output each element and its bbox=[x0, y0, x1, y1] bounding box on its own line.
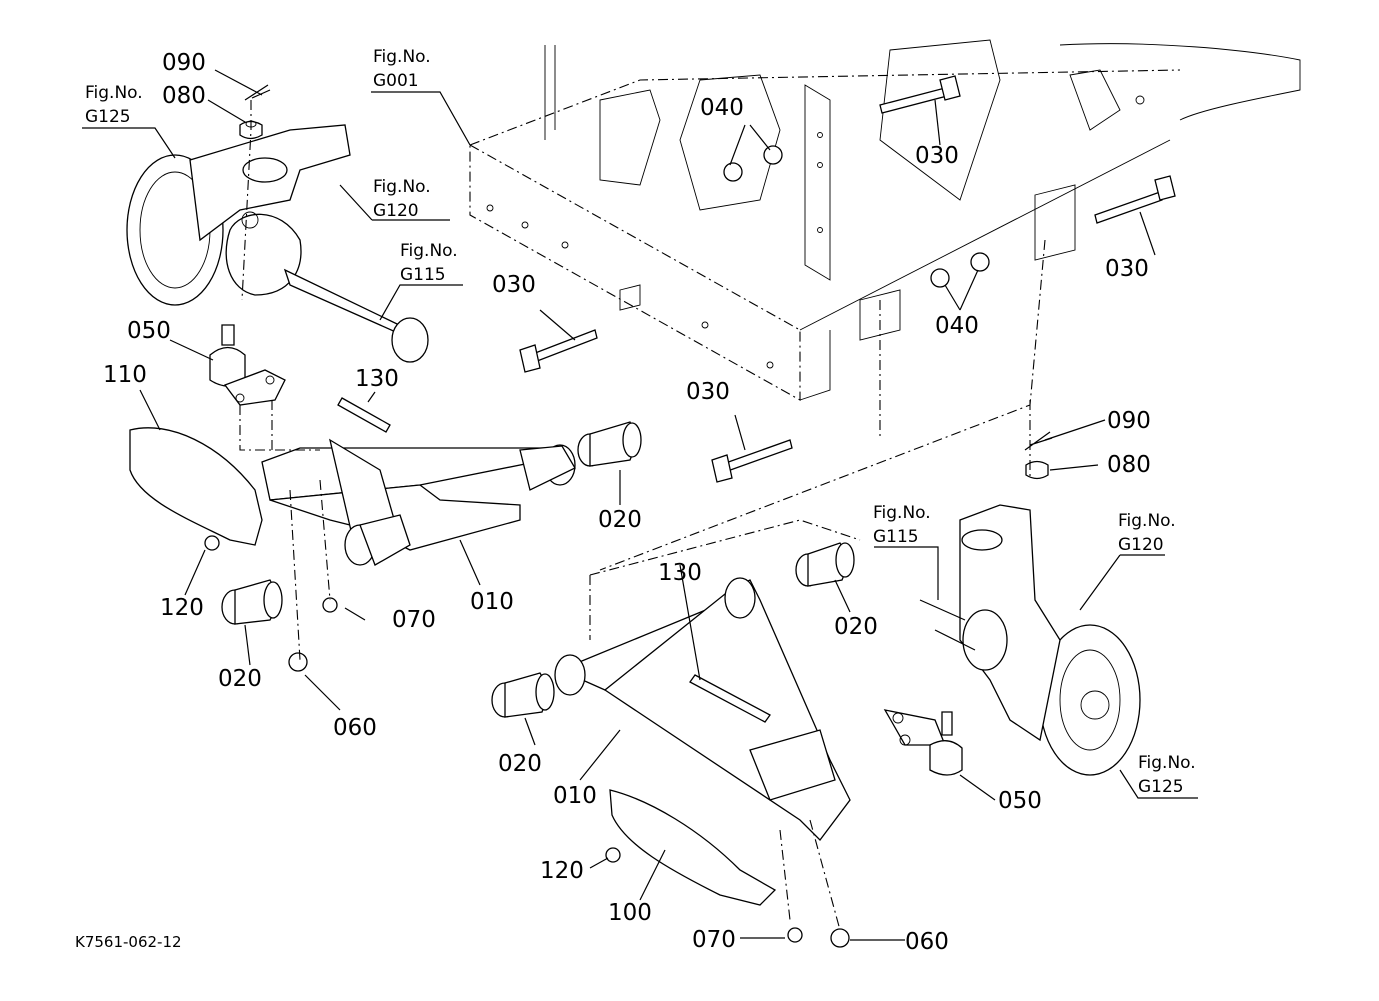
part-label: 020 bbox=[598, 507, 642, 533]
bolt-070-left bbox=[322, 597, 338, 613]
fig-ref-g115-right-l1: Fig.No. bbox=[873, 503, 931, 523]
part-number-labels: 090 080 040 030 030 030 040 050 110 130 … bbox=[103, 50, 1151, 955]
part-label: 090 bbox=[162, 50, 206, 76]
part-label: 060 bbox=[905, 929, 949, 955]
part-label: 010 bbox=[470, 589, 514, 615]
guard-100 bbox=[609, 789, 777, 906]
ball-joint-050-right bbox=[883, 709, 963, 776]
guard-110 bbox=[129, 427, 263, 546]
bolt-030-top bbox=[879, 75, 961, 114]
bushing-020-b bbox=[221, 579, 283, 625]
bolt-070-right bbox=[787, 927, 803, 943]
nut-060-left bbox=[288, 652, 308, 672]
fig-ref-g115-left-l2: G115 bbox=[400, 265, 446, 285]
lower-arm-010-left bbox=[261, 438, 576, 566]
part-label: 030 bbox=[492, 272, 536, 298]
lower-arm-010-right bbox=[554, 577, 851, 841]
part-label: 060 bbox=[333, 715, 377, 741]
part-label: 080 bbox=[162, 83, 206, 109]
part-label: 050 bbox=[998, 788, 1042, 814]
drawing-code: K7561-062-12 bbox=[75, 933, 182, 951]
nut-060-right bbox=[830, 928, 850, 948]
part-label: 040 bbox=[935, 313, 979, 339]
part-label: 110 bbox=[103, 362, 147, 388]
part-label: 040 bbox=[700, 95, 744, 121]
part-label: 130 bbox=[658, 560, 702, 586]
right-knuckle bbox=[919, 504, 1141, 776]
bolt-030-low bbox=[711, 439, 793, 483]
part-label: 100 bbox=[608, 900, 652, 926]
fig-ref-g001-l1: Fig.No. bbox=[373, 47, 431, 67]
part-label: 120 bbox=[160, 595, 204, 621]
fig-ref-g125-right-l1: Fig.No. bbox=[1138, 753, 1196, 773]
fig-ref-g115-right-l2: G115 bbox=[873, 527, 919, 547]
fig-ref-g125-left-l2: G125 bbox=[85, 107, 131, 127]
part-label: 080 bbox=[1107, 452, 1151, 478]
bolt-120-left bbox=[204, 535, 220, 551]
bushing-020-c bbox=[795, 542, 855, 587]
fig-ref-g120-left-l2: G120 bbox=[373, 201, 419, 221]
fig-ref-g120-right-l2: G120 bbox=[1118, 535, 1164, 555]
fig-ref-g115-left-l1: Fig.No. bbox=[400, 241, 458, 261]
part-label: 020 bbox=[218, 666, 262, 692]
part-label: 010 bbox=[553, 783, 597, 809]
bushing-020-a bbox=[577, 421, 642, 467]
fig-ref-g125-right-l2: G125 bbox=[1138, 777, 1184, 797]
leader-lines bbox=[82, 69, 1198, 941]
part-label: 020 bbox=[498, 751, 542, 777]
part-label: 130 bbox=[355, 366, 399, 392]
bushing-020-d bbox=[491, 672, 555, 718]
fig-ref-g120-right-l1: Fig.No. bbox=[1118, 511, 1176, 531]
nut-040-top bbox=[723, 145, 783, 182]
cotter-pin-090-right bbox=[1024, 431, 1053, 451]
part-label: 030 bbox=[686, 379, 730, 405]
part-label: 090 bbox=[1107, 408, 1151, 434]
left-knuckle bbox=[126, 124, 429, 363]
part-label: 120 bbox=[540, 858, 584, 884]
plate-130-left bbox=[337, 397, 391, 433]
bolt-030-right bbox=[1094, 175, 1176, 224]
castle-nut-080-right bbox=[1025, 460, 1049, 480]
fig-ref-g120-left-l1: Fig.No. bbox=[373, 177, 431, 197]
nut-040-mid bbox=[930, 252, 990, 288]
plate-130-right bbox=[689, 674, 771, 723]
part-label: 050 bbox=[127, 318, 171, 344]
part-label: 020 bbox=[834, 614, 878, 640]
bolt-120-right bbox=[605, 847, 621, 863]
part-label: 070 bbox=[392, 607, 436, 633]
part-label: 070 bbox=[692, 927, 736, 953]
ball-joint-050-left bbox=[209, 324, 286, 406]
fig-ref-g125-left-l1: Fig.No. bbox=[85, 83, 143, 103]
figure-reference-labels: Fig.No. G125 Fig.No. G001 Fig.No. G120 F… bbox=[85, 47, 1196, 797]
part-label: 030 bbox=[1105, 256, 1149, 282]
bolt-030-mid bbox=[519, 329, 598, 373]
part-label: 030 bbox=[915, 143, 959, 169]
main-frame bbox=[469, 39, 1301, 401]
fig-ref-g001-l2: G001 bbox=[373, 71, 419, 91]
